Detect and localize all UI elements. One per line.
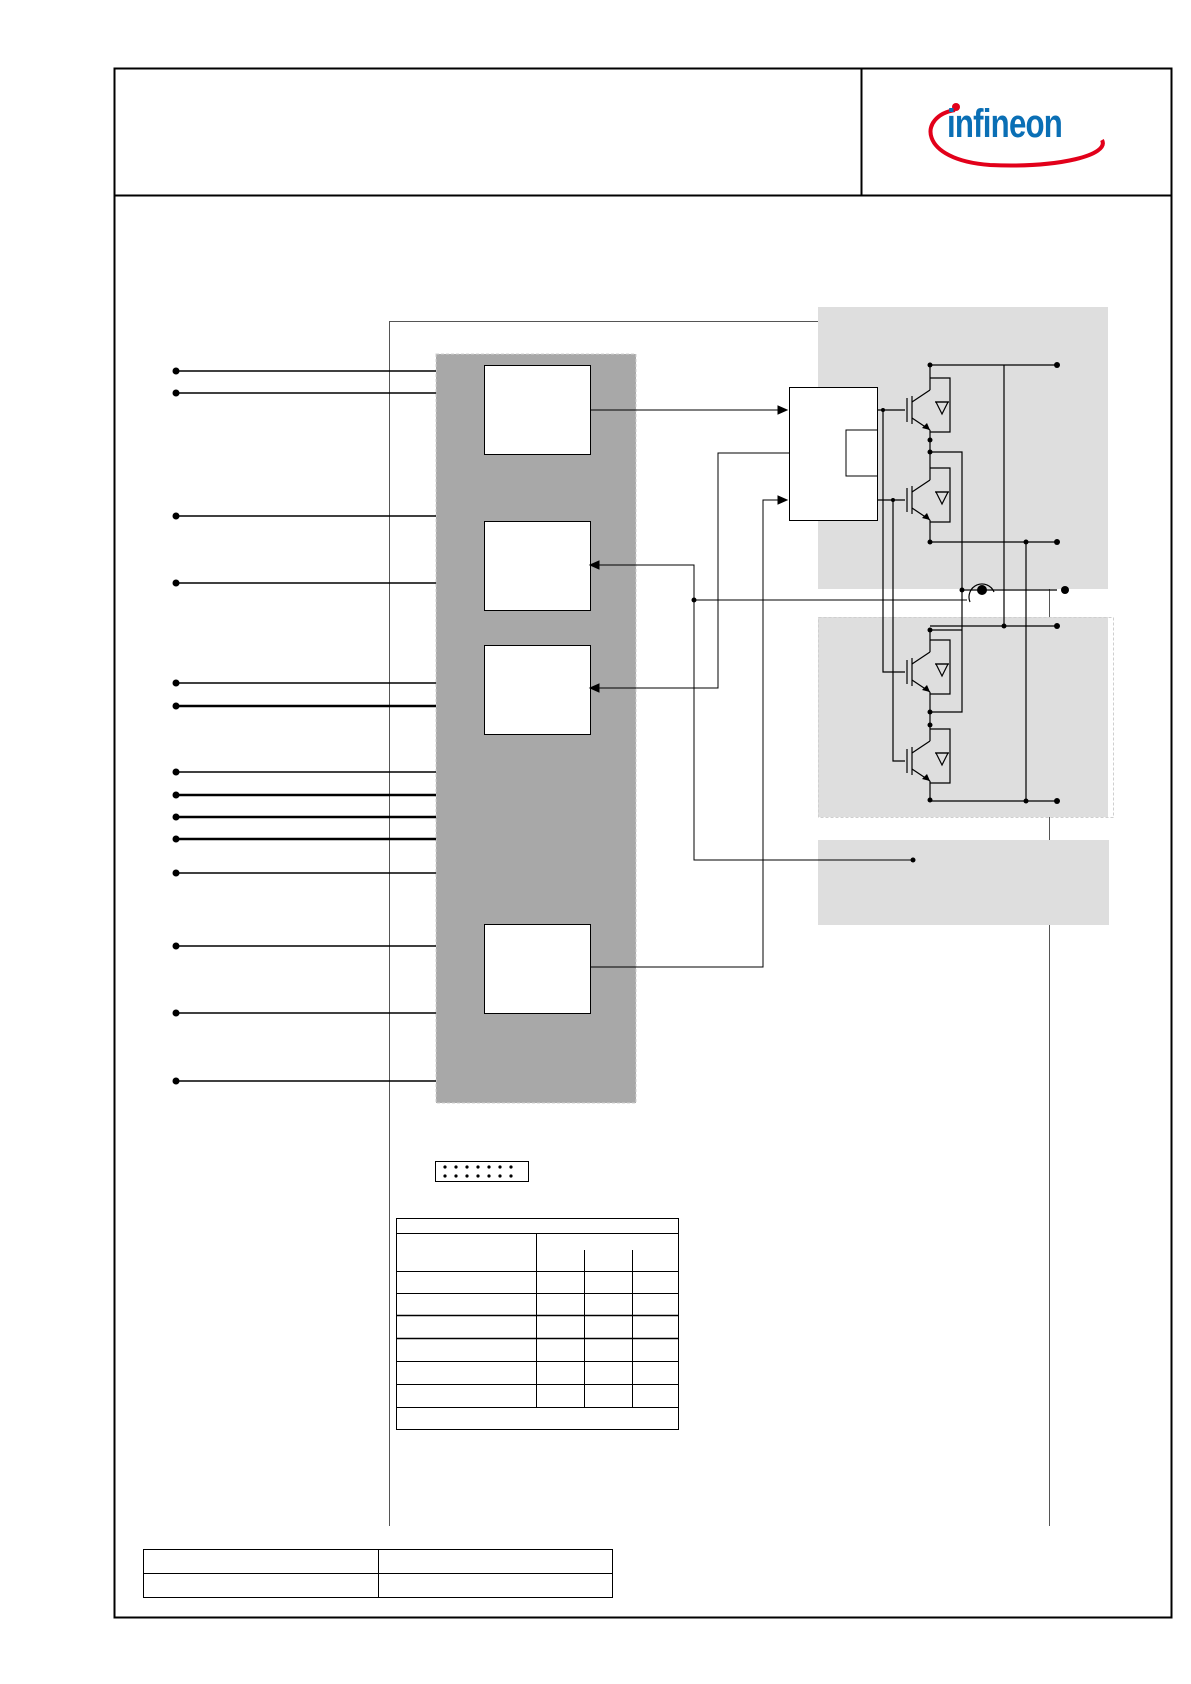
signal-wires xyxy=(588,405,967,968)
arrow-head xyxy=(777,405,789,415)
logo-text: infineon xyxy=(947,102,1063,146)
input-pin-dot xyxy=(172,869,180,877)
arrow-head xyxy=(588,560,600,570)
junction-dot xyxy=(691,597,697,603)
current-sensor xyxy=(968,583,995,603)
infineon-logo xyxy=(928,103,1105,168)
input-pin-dots xyxy=(172,367,180,1085)
terminal-dc-minus xyxy=(1054,539,1060,545)
connector-body xyxy=(435,1161,529,1182)
arrow-head xyxy=(777,495,789,505)
terminal-dc-minus-2 xyxy=(1054,798,1060,804)
diode-frame-3 xyxy=(930,639,951,695)
input-pin-dot xyxy=(172,512,180,520)
wire-gate-low xyxy=(590,499,780,968)
input-pin-dot xyxy=(172,813,180,821)
terminal-dc-plus-2 xyxy=(1054,623,1060,629)
input-pin-dot xyxy=(172,579,180,587)
pin-table xyxy=(396,1218,679,1430)
connector xyxy=(435,1161,529,1182)
ntc-terminal-dot xyxy=(910,857,916,863)
function-box-4 xyxy=(484,924,591,1014)
page-frame xyxy=(113,67,1173,1619)
diode-frame-2 xyxy=(930,467,951,523)
emitter-arrows xyxy=(922,423,930,781)
diode-frame-1 xyxy=(930,377,951,433)
power-module-ntc-region xyxy=(818,840,1109,925)
input-pin-dot xyxy=(172,679,180,687)
gate-line-3 xyxy=(882,410,905,673)
phase-link-1 xyxy=(930,451,963,713)
diodes xyxy=(935,401,949,767)
input-pin-dot xyxy=(172,389,180,397)
input-pin-dot xyxy=(172,942,180,950)
diode-frame-4 xyxy=(930,728,951,784)
gate-block-link xyxy=(845,429,877,477)
power-module-lower-region xyxy=(818,617,1108,817)
power-module-gap xyxy=(818,820,988,840)
function-box-3 xyxy=(484,645,591,735)
power-module xyxy=(818,307,1114,925)
input-pin-dot xyxy=(172,1077,180,1085)
input-pin-dot xyxy=(172,367,180,375)
input-pin-dot xyxy=(172,768,180,776)
wire-feedback-1 xyxy=(590,564,913,861)
arrow-head xyxy=(588,683,600,693)
input-pin-dot xyxy=(172,1009,180,1017)
logo-swoosh xyxy=(928,108,1105,168)
input-pins xyxy=(176,370,436,1082)
wire-feedback-2 xyxy=(590,452,790,689)
gate-line-4 xyxy=(892,500,905,762)
logo-dot xyxy=(952,103,960,111)
junction-dots xyxy=(881,362,1029,804)
power-module-outline xyxy=(818,617,1114,818)
terminal-phase xyxy=(1061,586,1069,594)
footer-table xyxy=(143,1549,613,1598)
terminal-dc-plus xyxy=(1054,362,1060,368)
output-terminals xyxy=(1054,362,1069,804)
input-pin-dot xyxy=(172,835,180,843)
function-box-2 xyxy=(484,521,591,611)
function-box-1 xyxy=(484,365,591,455)
input-pin-dot xyxy=(172,702,180,710)
gate-block xyxy=(789,387,878,521)
input-pin-dot xyxy=(172,791,180,799)
